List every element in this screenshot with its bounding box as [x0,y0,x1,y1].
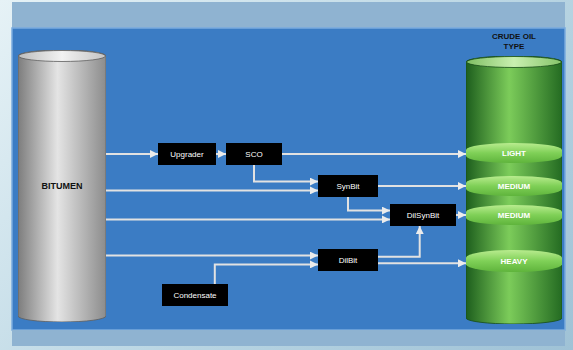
flow-arrow [378,226,420,257]
node-label: HEAVY [501,257,528,266]
flow-arrow [348,197,390,211]
flow-arrow [216,153,226,155]
node-label: Condensate [173,291,216,300]
crude-type-band: MEDIUM [466,205,562,225]
tank-heading: CRUDE OIL TYPE [482,32,546,52]
flow-arrow [215,264,318,284]
flow-arrow [378,262,466,264]
bottom-strip [12,330,565,346]
flow-arrow [378,185,466,187]
flow-arrow [254,165,318,182]
input-box: Condensate [162,284,228,306]
node-label: Upgrader [170,150,203,159]
flow-arrow [282,153,466,155]
cylinder-top [19,51,106,62]
cylinder-body [466,56,562,324]
node-label: DilBit [339,256,358,265]
crude-type-band: LIGHT [466,143,562,163]
crude-type-band: HEAVY [466,250,562,272]
panel [12,28,565,330]
crude-oil-tank: CRUDE OIL TYPE LIGHT MEDIUM MEDIUM HEAVY [466,30,562,324]
flow-arrow [106,255,318,257]
node-label: LIGHT [502,149,526,158]
flow-arrow [106,218,390,220]
flow-arrow [106,189,318,191]
cylinder-body [18,50,106,322]
node-label: MEDIUM [498,211,530,220]
bitumen-tank: BITUMEN [18,50,106,322]
process-box: Upgrader [158,143,216,165]
cylinder-top [467,57,562,68]
node-label: BITUMEN [42,181,83,191]
product-box: DilBit [318,249,378,271]
node-label: MEDIUM [498,182,530,191]
crude-type-band: MEDIUM [466,176,562,196]
product-box: DilSynBit [390,204,456,226]
node-label: SynBit [336,182,359,191]
product-box: SCO [226,143,282,165]
flow-arrow [456,214,466,216]
top-strip [12,2,565,28]
node-label: DilSynBit [407,211,439,220]
flow-arrow [106,153,158,155]
product-box: SynBit [318,175,378,197]
node-label: SCO [245,150,262,159]
